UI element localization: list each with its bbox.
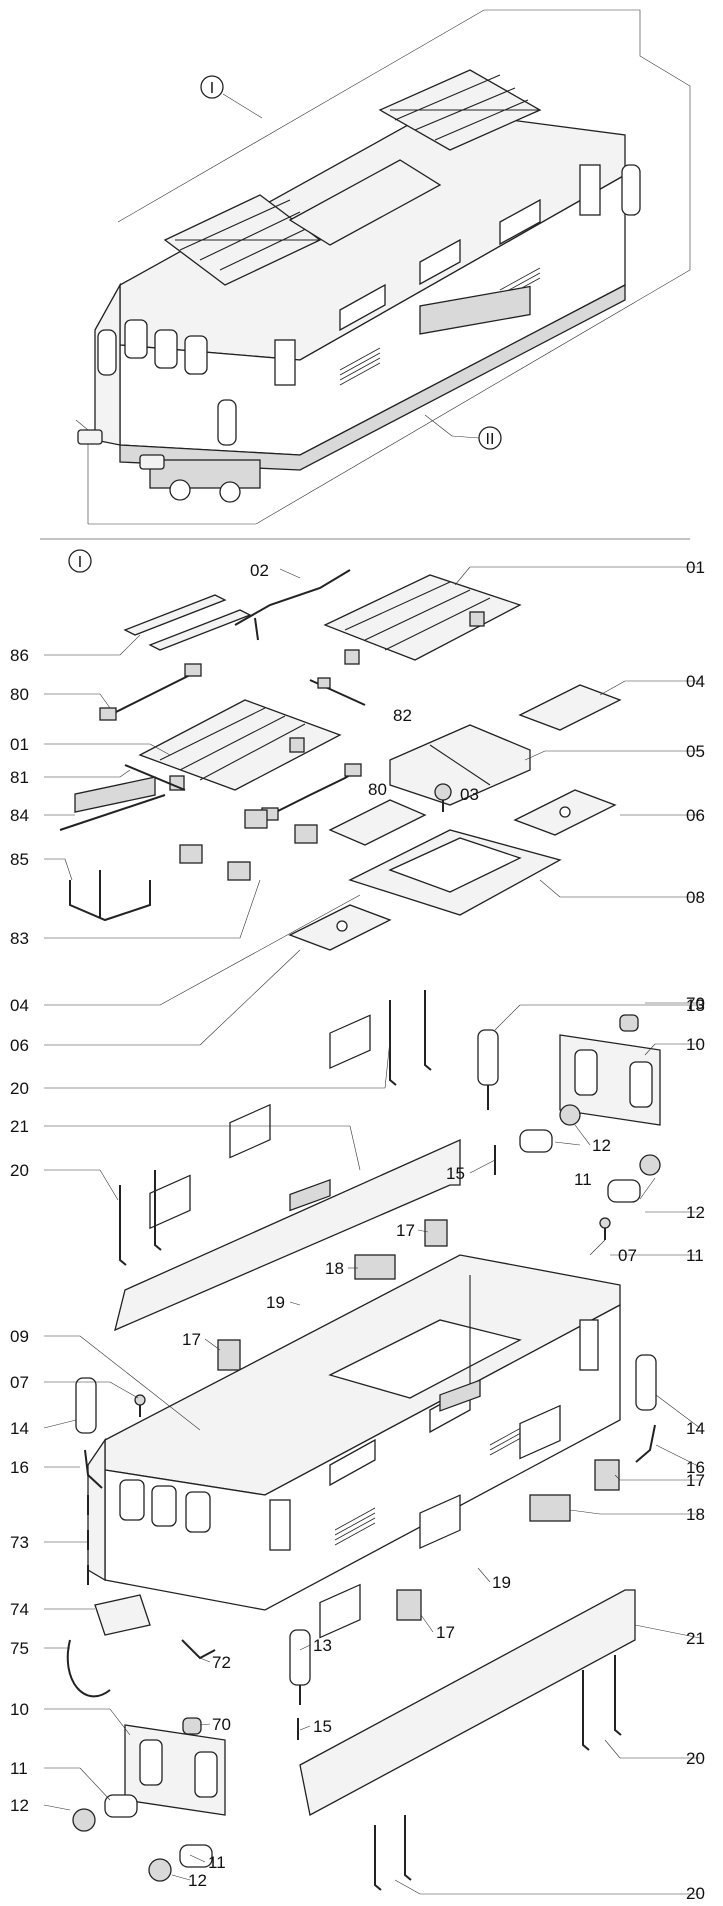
label-11-upper-a: 11	[574, 1170, 592, 1189]
part-labels: 02 01 86 80 04 82 01 05 81 80 03 84 06 8…	[10, 558, 705, 1903]
section-callout-I: I	[68, 549, 92, 573]
label-11-lower-b: 11	[208, 1853, 226, 1872]
label-18-upper: 18	[325, 1259, 344, 1278]
label-02: 02	[250, 561, 269, 580]
pantograph-assembled-front	[163, 194, 322, 286]
label-10-lower: 10	[10, 1700, 29, 1719]
label-73: 73	[10, 1533, 29, 1552]
label-12-upper-b: 12	[686, 1203, 705, 1222]
label-11-lower-a: 11	[10, 1759, 28, 1778]
pantograph-assembled-rear	[378, 69, 542, 151]
locomotive-body-part-09	[87, 1254, 621, 1611]
label-17-right: 17	[686, 1471, 705, 1490]
label-86: 86	[10, 646, 29, 665]
label-14-left: 14	[10, 1419, 29, 1438]
label-20-left: 20	[10, 1161, 29, 1180]
label-03: 03	[460, 785, 479, 804]
label-20-upper: 20	[10, 1079, 29, 1098]
sub-assembly-label: II	[486, 431, 495, 448]
label-74: 74	[10, 1600, 29, 1619]
label-19-right: 19	[492, 1573, 511, 1592]
label-83: 83	[10, 929, 29, 948]
label-82: 82	[393, 706, 412, 725]
section-label: I	[78, 554, 82, 571]
label-20-lower-right: 20	[686, 1749, 705, 1768]
label-15-lower: 15	[313, 1717, 332, 1736]
callout-sub-II: II	[424, 414, 502, 450]
label-04-left: 04	[10, 996, 29, 1015]
parts-drawings	[59, 569, 661, 1891]
label-12-lower-b: 12	[188, 1871, 207, 1890]
label-84: 84	[10, 806, 29, 825]
label-70-upper: 70	[686, 994, 705, 1013]
label-81: 81	[10, 768, 29, 787]
label-21-lower: 21	[686, 1629, 705, 1648]
label-17-upper: 17	[396, 1221, 415, 1240]
overview-frame	[75, 9, 691, 525]
label-17-lower: 17	[436, 1623, 455, 1642]
label-01-top: 01	[686, 558, 705, 577]
label-01-left: 01	[10, 735, 29, 754]
label-12-lower-a: 12	[10, 1796, 29, 1815]
label-16-left: 16	[10, 1458, 29, 1477]
label-15-upper: 15	[446, 1164, 465, 1183]
label-19-upper: 19	[266, 1293, 285, 1312]
label-09: 09	[10, 1327, 29, 1346]
label-85: 85	[10, 850, 29, 869]
label-14-right: 14	[686, 1419, 705, 1438]
assembled-locomotive	[77, 69, 641, 503]
label-72: 72	[212, 1653, 231, 1672]
leader-lines	[43, 566, 701, 1895]
label-13-upper: 13	[686, 996, 705, 1015]
label-11-upper-b: 11	[686, 1246, 704, 1265]
assembly-label: I	[210, 80, 214, 97]
label-07-right: 07	[618, 1246, 637, 1265]
label-06-right: 06	[686, 806, 705, 825]
label-20-bottom: 20	[686, 1884, 705, 1901]
label-70-lower: 70	[212, 1715, 231, 1734]
label-07-left: 07	[10, 1373, 29, 1392]
label-21-upper: 21	[10, 1117, 29, 1136]
callout-assembly-I: I	[200, 75, 263, 119]
label-75: 75	[10, 1639, 29, 1658]
label-05: 05	[686, 742, 705, 761]
label-17-left: 17	[182, 1330, 201, 1349]
label-08: 08	[686, 888, 705, 907]
label-13-lower: 13	[313, 1636, 332, 1655]
label-10-upper: 10	[686, 1035, 705, 1054]
label-04-right: 04	[686, 672, 705, 691]
label-12-upper-a: 12	[592, 1136, 611, 1155]
label-06-left: 06	[10, 1036, 29, 1055]
label-80-lower: 80	[368, 780, 387, 799]
label-16-right: 16	[686, 1458, 705, 1477]
label-18-right: 18	[686, 1505, 705, 1524]
label-80-upper: 80	[10, 685, 29, 704]
